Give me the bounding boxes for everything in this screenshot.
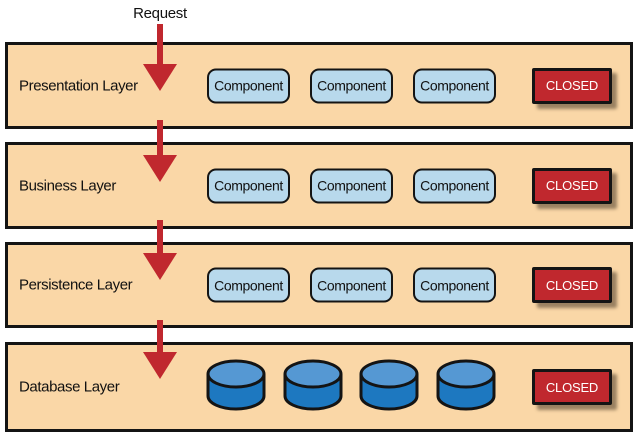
- closed-badge: CLOSED: [532, 267, 612, 303]
- arrow-down-icon: [143, 155, 177, 182]
- layer-presentation: Presentation Layer Component Component C…: [5, 42, 633, 129]
- request-label: Request: [133, 5, 187, 22]
- closed-badge: CLOSED: [532, 369, 612, 405]
- layer-label: Database Layer: [19, 378, 120, 396]
- database-cylinder-icon: [206, 359, 266, 411]
- layer-persistence: Persistence Layer Component Component Co…: [5, 242, 633, 328]
- component-box: Component: [310, 168, 393, 203]
- database-cylinder-icon: [283, 359, 343, 411]
- component-box: Component: [413, 68, 496, 103]
- layer-business: Business Layer Component Component Compo…: [5, 142, 633, 229]
- component-box: Component: [310, 267, 393, 303]
- database-cylinder-icon: [359, 359, 419, 411]
- layer-label: Presentation Layer: [19, 77, 138, 94]
- closed-badge: CLOSED: [532, 67, 612, 104]
- arrow-down-icon: [143, 253, 177, 280]
- component-box: Component: [207, 68, 290, 103]
- layer-label: Persistence Layer: [19, 276, 133, 294]
- component-box: Component: [413, 168, 496, 203]
- component-box: Component: [310, 68, 393, 103]
- arrow-down-icon: [143, 352, 177, 379]
- database-cylinder-icon: [436, 359, 496, 411]
- arrow-line: [157, 24, 163, 66]
- component-box: Component: [413, 267, 496, 303]
- component-box: Component: [207, 168, 290, 203]
- layer-database: Database Layer CLOSED: [5, 342, 633, 432]
- arrow-line: [157, 320, 163, 354]
- arrow-line: [157, 220, 163, 255]
- layer-label: Business Layer: [19, 177, 116, 194]
- component-box: Component: [207, 267, 290, 303]
- arrow-down-icon: [143, 64, 177, 91]
- arrow-line: [157, 120, 163, 157]
- closed-badge: CLOSED: [532, 167, 612, 204]
